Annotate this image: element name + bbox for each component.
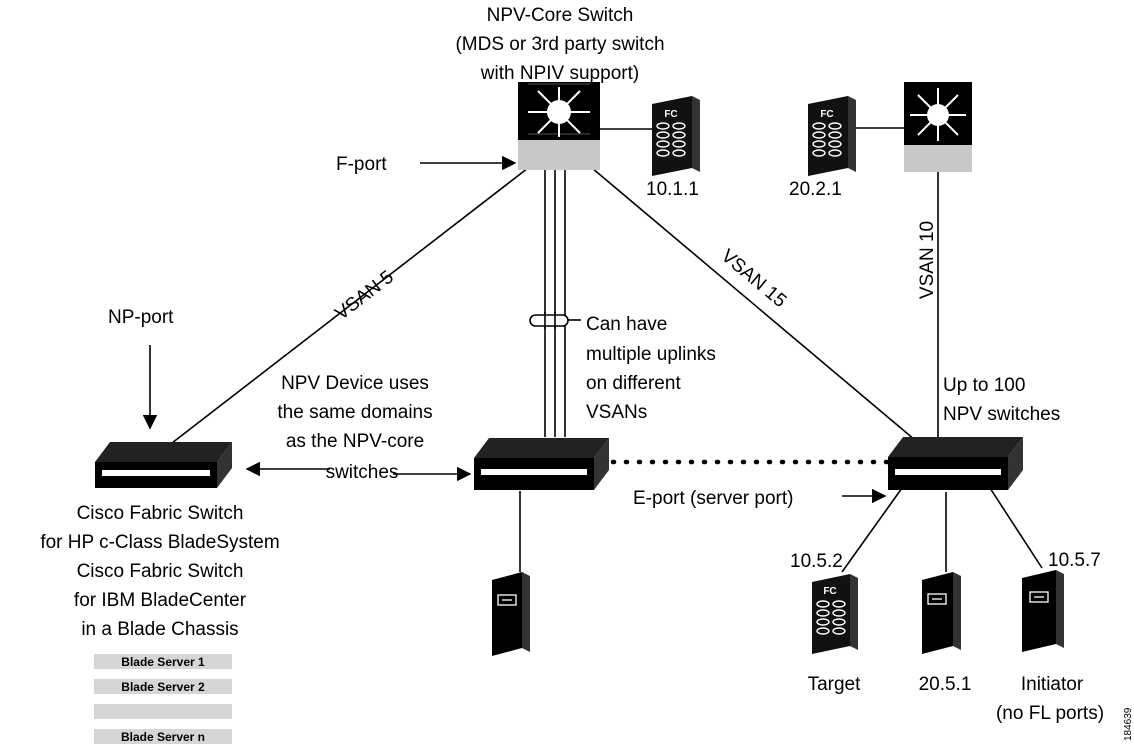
domains-note: NPV Device uses the same domains as the … (277, 373, 432, 483)
np-port-label: NP-port (108, 307, 174, 328)
up-to-note: Up to 100 NPV switches (943, 375, 1060, 425)
server-address: 20.5.1 (919, 674, 972, 695)
note-line: on different (586, 373, 681, 394)
initiator-sublabel: (no FL ports) (996, 703, 1104, 724)
note-line: switches (326, 462, 399, 483)
target-label: Target (808, 674, 862, 695)
initiator-address: 10.5.7 (1048, 550, 1101, 571)
blade-server-bar[interactable] (94, 654, 232, 669)
core-storage-address: 10.1.1 (646, 179, 699, 200)
note-line: multiple uplinks (586, 344, 716, 365)
figure-id: 184639 (1123, 707, 1134, 741)
uplink-bundle-symbol (529, 312, 581, 329)
fc-storage-core[interactable]: FC (652, 96, 700, 176)
caption-line: for HP c-Class BladeSystem (40, 532, 279, 553)
core-title: NPV-Core Switch (MDS or 3rd party switch… (455, 5, 664, 84)
blade-server-label: Blade Server n (121, 730, 205, 744)
link-target (841, 487, 903, 573)
server-middle[interactable] (492, 572, 530, 656)
link-initiator (989, 487, 1043, 569)
core-title-line: NPV-Core Switch (487, 5, 634, 26)
fc-badge: FC (820, 109, 833, 120)
note-line: VSANs (586, 402, 647, 423)
link-vsan5 (149, 167, 529, 461)
blade-server-bar[interactable] (94, 704, 232, 719)
blade-server-bar[interactable] (94, 679, 232, 694)
right-storage-address: 20.2.1 (789, 179, 842, 200)
left-device-caption: Cisco Fabric Switch for HP c-Class Blade… (40, 503, 279, 640)
caption-line: Cisco Fabric Switch (77, 503, 244, 524)
note-line: NPV switches (943, 404, 1060, 425)
connections (149, 127, 1043, 573)
blade-server-bar[interactable] (94, 729, 232, 744)
server-initiator[interactable] (1022, 570, 1064, 652)
fc-storage-target[interactable]: FC (812, 574, 858, 654)
link-vsan15 (591, 167, 916, 441)
vsan10-label: VSAN 10 (917, 221, 938, 299)
f-port-label: F-port (336, 154, 387, 175)
target-address: 10.5.2 (790, 551, 843, 572)
npv-core-switch[interactable] (518, 82, 600, 170)
core-title-line: (MDS or 3rd party switch (455, 34, 664, 55)
caption-line: for IBM BladeCenter (74, 590, 247, 611)
npv-switch-left[interactable] (95, 442, 232, 488)
npv-switch-middle[interactable] (474, 438, 609, 490)
callout-arrows (142, 155, 887, 504)
blade-server-list: Blade Server 1 Blade Server 2 Blade Serv… (94, 654, 232, 744)
uplinks-note: Can have multiple uplinks on different V… (586, 314, 716, 423)
fc-badge: FC (823, 586, 836, 597)
note-line: NPV Device uses (281, 373, 429, 394)
note-line: the same domains (277, 402, 432, 423)
note-line: Can have (586, 314, 667, 335)
blade-server-label: Blade Server 1 (121, 655, 205, 669)
fc-storage-right[interactable]: FC (808, 96, 856, 176)
eport-label: E-port (server port) (633, 488, 793, 509)
initiator-label: Initiator (1021, 674, 1084, 695)
caption-line: in a Blade Chassis (81, 619, 238, 640)
caption-line: Cisco Fabric Switch (77, 561, 244, 582)
npv-switch-right[interactable] (888, 437, 1023, 490)
vsan5-label: VSAN 5 (331, 267, 397, 325)
right-core-switch[interactable] (904, 82, 972, 172)
blade-server-label: Blade Server 2 (121, 680, 205, 694)
note-line: Up to 100 (943, 375, 1025, 396)
fc-badge: FC (664, 109, 677, 120)
server-20-5-1[interactable] (922, 572, 961, 654)
note-line: as the NPV-core (286, 431, 424, 452)
core-title-line: with NPIV support) (480, 63, 639, 84)
vsan15-label: VSAN 15 (717, 246, 790, 312)
